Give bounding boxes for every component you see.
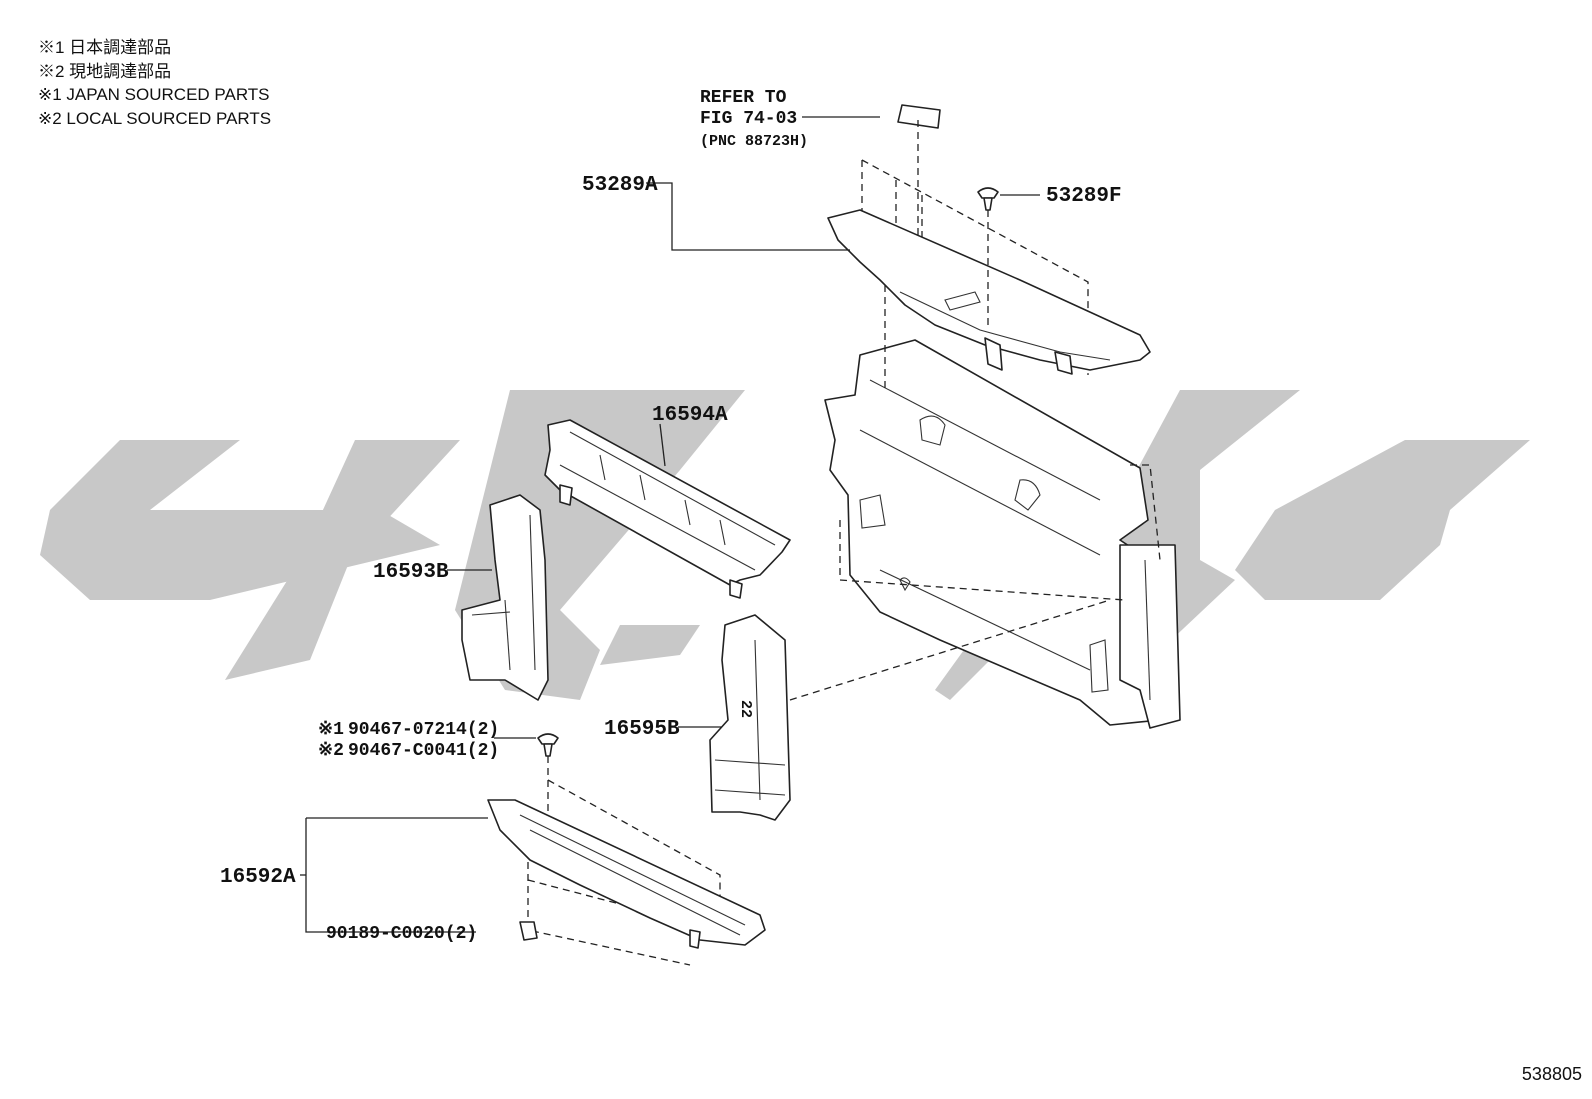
clip-53289F bbox=[977, 187, 1040, 330]
leader-16592A bbox=[305, 817, 488, 933]
clip3-part-number: 90189-C0020(2) bbox=[326, 924, 477, 944]
refer-line-3: (PNC 88723H) bbox=[700, 133, 808, 150]
leader-16594A bbox=[659, 423, 666, 467]
label-16594A: 16594A bbox=[652, 404, 728, 427]
refer-line-2: FIG 74-03 bbox=[700, 109, 797, 129]
label-16593B: 16593B bbox=[373, 561, 449, 584]
legend: ※1 日本調達部品 ※2 現地調達部品 ※1 JAPAN SOURCED PAR… bbox=[38, 36, 271, 130]
clip-90189 bbox=[519, 921, 538, 941]
legend-line-4: ※2 LOCAL SOURCED PARTS bbox=[38, 108, 272, 128]
lower-cover-16592A bbox=[487, 779, 766, 966]
clip1-mark: ※1 bbox=[318, 720, 344, 740]
refer-line-1: REFER TO bbox=[700, 88, 787, 108]
label-53289A: 53289A bbox=[582, 174, 658, 197]
leader-53289A bbox=[646, 182, 850, 251]
label-sticker bbox=[897, 104, 941, 129]
clip2-part-number: 90467-C0041(2) bbox=[348, 741, 499, 761]
clip-90467 bbox=[494, 733, 559, 820]
legend-line-1: ※1 日本調達部品 bbox=[38, 38, 172, 57]
label-16595B: 16595B bbox=[604, 718, 680, 741]
legend-line-3: ※1 JAPAN SOURCED PARTS bbox=[38, 85, 270, 104]
label-53289F: 53289F bbox=[1046, 185, 1122, 208]
duct-mark: 22 bbox=[737, 700, 754, 718]
label-16592A: 16592A bbox=[220, 866, 296, 889]
illustration-code: 538805 bbox=[1521, 1064, 1582, 1084]
duct-16595B: 22 bbox=[709, 599, 1111, 821]
duct-16593B bbox=[461, 494, 549, 701]
refer-to-note: REFER TO FIG 74-03 (PNC 88723H) bbox=[700, 88, 941, 150]
duct-16594A bbox=[544, 419, 791, 599]
legend-line-2: ※2 現地調達部品 bbox=[38, 61, 172, 81]
clip2-mark: ※2 bbox=[318, 741, 344, 761]
upper-seal-cover bbox=[827, 120, 1151, 375]
radiator-support bbox=[824, 285, 1181, 729]
clip1-part-number: 90467-07214(2) bbox=[348, 720, 499, 740]
